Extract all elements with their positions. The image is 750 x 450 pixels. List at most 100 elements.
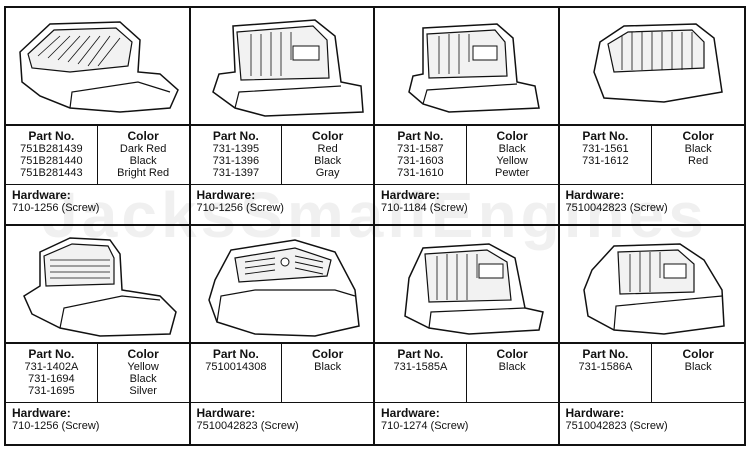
color-column: Color Black Yellow Pewter — [467, 126, 558, 184]
color-header: Color — [682, 347, 714, 361]
color-value: Red — [688, 155, 709, 167]
hardware-section: Hardware: 710-1256 (Screw) — [191, 185, 374, 215]
part-number: 731-1612 — [582, 155, 629, 167]
color-header: Color — [127, 129, 159, 143]
color-value: Black — [129, 373, 157, 385]
hardware-label: Hardware: — [565, 406, 625, 420]
color-header: Color — [682, 129, 714, 143]
hardware-section: Hardware: 710-1274 (Screw) — [375, 403, 558, 433]
part-no-column: Part No. 731-1561 731-1612 — [560, 126, 653, 184]
hardware-section: Hardware: 7510042823 (Screw) — [560, 403, 745, 433]
hardware-value: 7510042823 (Screw) — [565, 420, 668, 432]
hardware-value: 7510042823 (Screw) — [196, 420, 299, 432]
part-cell-2: Part No. 731-1395 731-1396 731-1397 Colo… — [190, 8, 375, 226]
part-cell-6: Part No. 7510014308 Color Black Hardware… — [190, 226, 375, 444]
part-number: 751B281439 — [20, 143, 83, 155]
color-value: Bright Red — [117, 167, 170, 179]
part-no-column: Part No. 7510014308 — [191, 344, 283, 402]
part-number: 731-1695 — [28, 385, 75, 397]
hardware-value: 710-1184 (Screw) — [381, 202, 468, 214]
color-value: Black — [314, 155, 342, 167]
engine-cover-drawing-1 — [10, 12, 184, 122]
hardware-value: 710-1256 (Screw) — [196, 202, 284, 214]
hardware-label: Hardware: — [196, 406, 256, 420]
part-no-column: Part No. 731-1395 731-1396 731-1397 — [191, 126, 283, 184]
part-no-header: Part No. — [28, 347, 75, 361]
color-header: Color — [311, 347, 344, 361]
part-no-header: Part No. — [582, 347, 629, 361]
part-no-column: Part No. 731-1585A — [375, 344, 467, 402]
hardware-section: Hardware: 7510042823 (Screw) — [191, 403, 374, 433]
color-column: Color Black — [467, 344, 558, 402]
engine-cover-drawing-5 — [10, 230, 184, 340]
engine-cover-drawing-6 — [195, 230, 369, 340]
part-cell-1: Part No. 751B281439 751B281440 751B28144… — [6, 8, 191, 226]
hardware-value: 7510042823 (Screw) — [565, 202, 668, 214]
color-column: Color Red Black Gray — [282, 126, 373, 184]
part-cell-7: Part No. 731-1585A Color Black Hardware:… — [375, 226, 560, 444]
part-cell-8: Part No. 731-1586A Color Black Hardware:… — [559, 226, 745, 444]
color-header: Color — [496, 129, 528, 143]
color-value: Dark Red — [119, 143, 167, 155]
part-number: 731-1561 — [582, 143, 629, 155]
part-no-header: Part No. — [397, 347, 444, 361]
color-column: Color Black Red — [652, 126, 744, 184]
color-value: Yellow — [496, 155, 528, 167]
engine-cover-drawing-7 — [379, 230, 553, 340]
color-value: Red — [317, 143, 338, 155]
part-number: 731-1585A — [393, 361, 448, 373]
color-value: Pewter — [495, 167, 530, 179]
part-no-header: Part No. — [212, 347, 259, 361]
color-value: Black — [498, 361, 526, 373]
part-number: 731-1694 — [28, 373, 75, 385]
color-value: Black — [498, 143, 526, 155]
part-number: 731-1396 — [212, 155, 260, 167]
hardware-label: Hardware: — [12, 188, 71, 202]
parts-grid: Part No. 751B281439 751B281440 751B28144… — [4, 6, 746, 446]
part-number: 731-1587 — [397, 143, 444, 155]
hardware-value: 710-1274 (Screw) — [381, 420, 469, 432]
part-no-header: Part No. — [28, 129, 75, 143]
hardware-section: Hardware: 710-1256 (Screw) — [6, 403, 189, 433]
part-number: 731-1603 — [397, 155, 444, 167]
hardware-label: Hardware: — [381, 188, 440, 202]
engine-cover-drawing-2 — [195, 12, 369, 122]
part-no-header: Part No. — [397, 129, 444, 143]
color-value: Black — [314, 361, 342, 373]
part-no-header: Part No. — [582, 129, 629, 143]
hardware-section: Hardware: 710-1184 (Screw) — [375, 185, 558, 215]
color-column: Color Dark Red Black Bright Red — [98, 126, 189, 184]
color-header: Color — [311, 129, 344, 143]
hardware-value: 710-1256 (Screw) — [12, 202, 100, 214]
color-header: Color — [496, 347, 528, 361]
color-value: Black — [129, 155, 157, 167]
part-no-header: Part No. — [212, 129, 259, 143]
part-no-column: Part No. 731-1402A 731-1694 731-1695 — [6, 344, 98, 402]
hardware-section: Hardware: 7510042823 (Screw) — [560, 185, 745, 215]
color-column: Color Black — [282, 344, 373, 402]
part-number: 7510014308 — [205, 361, 267, 373]
part-number: 731-1586A — [578, 361, 633, 373]
engine-cover-drawing-3 — [379, 12, 553, 122]
part-number: 751B281443 — [20, 167, 83, 179]
part-no-column: Part No. 731-1587 731-1603 731-1610 — [375, 126, 467, 184]
hardware-label: Hardware: — [565, 188, 625, 202]
engine-cover-drawing-4 — [564, 12, 738, 122]
part-no-column: Part No. 751B281439 751B281440 751B28144… — [6, 126, 98, 184]
color-value: Black — [684, 361, 712, 373]
color-value: Silver — [129, 385, 157, 397]
color-value: Yellow — [127, 361, 159, 373]
part-number: 731-1397 — [212, 167, 260, 179]
color-column: Color Yellow Black Silver — [98, 344, 189, 402]
engine-cover-drawing-8 — [564, 230, 738, 340]
part-number: 751B281440 — [20, 155, 83, 167]
part-number: 731-1395 — [212, 143, 260, 155]
part-cell-3: Part No. 731-1587 731-1603 731-1610 Colo… — [375, 8, 560, 226]
color-header: Color — [127, 347, 159, 361]
color-column: Color Black — [652, 344, 744, 402]
part-cell-5: Part No. 731-1402A 731-1694 731-1695 Col… — [6, 226, 191, 444]
hardware-section: Hardware: 710-1256 (Screw) — [6, 185, 189, 215]
part-number: 731-1402A — [24, 361, 79, 373]
part-no-column: Part No. 731-1586A — [560, 344, 653, 402]
hardware-value: 710-1256 (Screw) — [12, 420, 100, 432]
